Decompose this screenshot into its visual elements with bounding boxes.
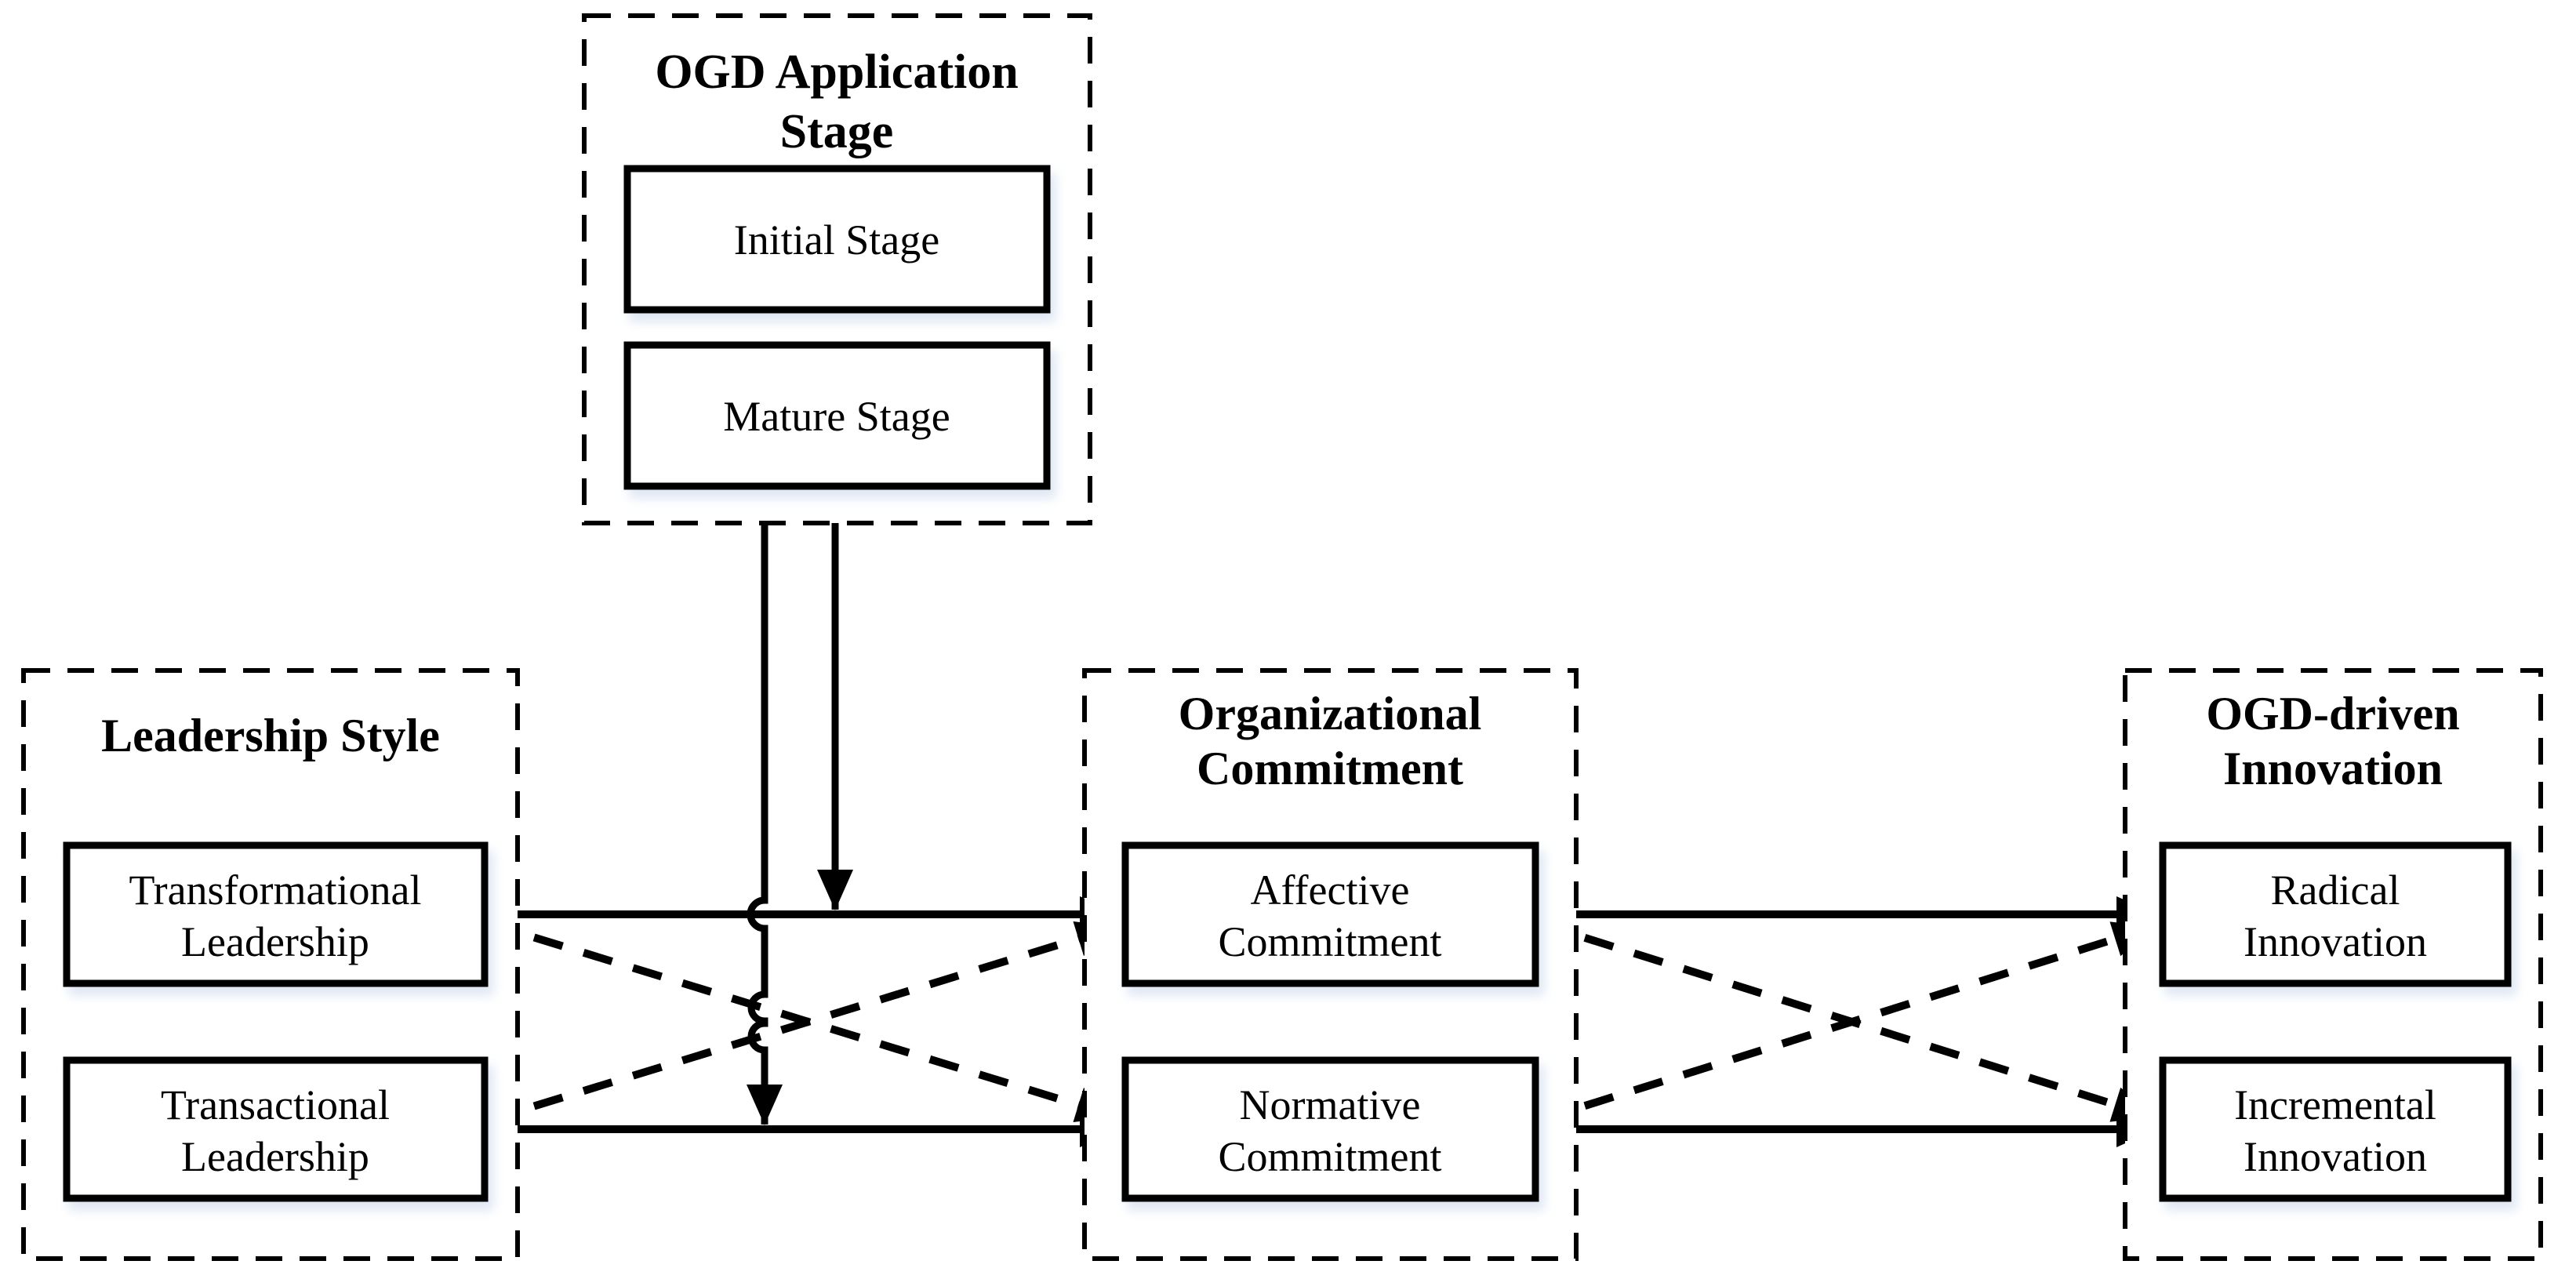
node-label-incremental-line1: Incremental [2234,1081,2436,1128]
node-label-transformational-line1: Transformational [129,867,422,914]
group-ogd-application-stage: OGD Application Stage Initial Stage Matu… [582,13,1092,525]
link-affective-to-incremental-dashed [1534,918,2155,1122]
link-transformational-to-normative-dashed [483,918,1118,1122]
link-transactional-to-affective-dashed [483,921,1118,1125]
link-normative-to-radical-dashed [1534,921,2155,1125]
node-affective-commitment [1121,841,1539,987]
moderation-arrow-to-lower-path [747,523,783,1125]
node-label-transformational-line2: Leadership [181,918,369,965]
node-normative-commitment [1121,1056,1539,1202]
node-label-transactional-line1: Transactional [161,1081,390,1128]
node-incremental-innovation [2159,1056,2512,1202]
group-leadership-style: Leadership Style Transformational Leader… [21,668,520,1261]
node-label-affective-line2: Commitment [1218,918,1441,965]
group-title-ogd-driven-innovation-line1: OGD-driven [2206,688,2459,739]
node-mature-stage [623,341,1051,490]
node-label-transactional-line2: Leadership [181,1133,369,1180]
group-title-organizational-commitment-line2: Commitment [1197,743,1463,794]
moderation-links [747,523,853,1125]
group-title-leadership-style: Leadership Style [101,710,440,761]
node-label-radical-line1: Radical [2271,867,2400,914]
node-initial-stage [623,165,1051,314]
group-title-ogd-application-stage-line1: OGD Application [655,45,1018,99]
group-title-ogd-application-stage-line2: Stage [780,105,894,158]
node-transactional-leadership [63,1056,489,1202]
node-label-incremental-line2: Innovation [2244,1133,2427,1180]
group-ogd-driven-innovation: OGD-driven Innovation Radical Innovation… [2123,668,2543,1261]
node-label-normative-line2: Commitment [1218,1133,1441,1180]
links-leadership-to-commitment [483,896,1121,1147]
group-title-ogd-driven-innovation-line2: Innovation [2223,743,2443,794]
node-label-mature-stage: Mature Stage [723,393,950,440]
group-organizational-commitment: Organizational Commitment Affective Comm… [1082,668,1579,1261]
links-commitment-to-innovation [1534,896,2157,1147]
node-label-normative-line1: Normative [1240,1081,1421,1128]
node-transformational-leadership [63,841,489,987]
node-radical-innovation [2159,841,2512,987]
node-label-affective-line1: Affective [1251,867,1410,914]
group-title-organizational-commitment-line1: Organizational [1179,688,1482,739]
node-label-radical-line2: Innovation [2244,918,2427,965]
node-label-initial-stage: Initial Stage [734,216,939,263]
